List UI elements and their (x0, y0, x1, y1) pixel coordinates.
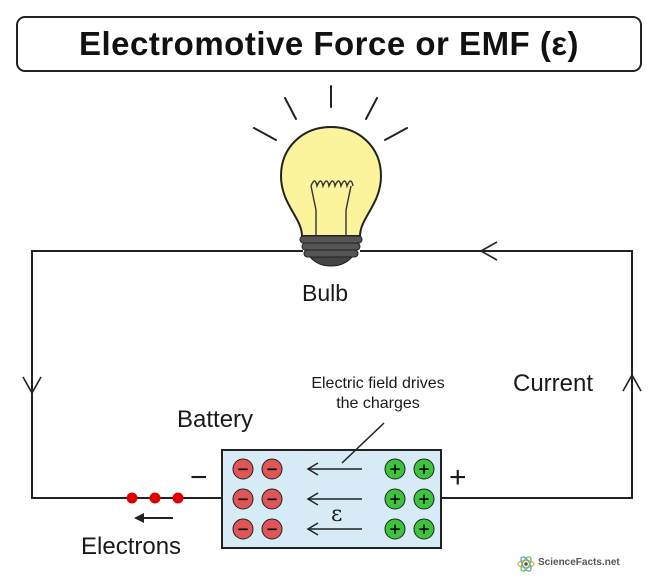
electrons-label: Electrons (81, 533, 182, 560)
logo-text: ScienceFacts.net (538, 557, 620, 568)
positive-charge: + (384, 458, 406, 480)
electron-flow-arrow (134, 513, 173, 523)
negative-charge: − (232, 458, 254, 480)
field-arrow-head (306, 522, 319, 536)
svg-text:−: − (266, 490, 279, 508)
svg-text:−: − (266, 520, 279, 538)
electron (149, 492, 161, 504)
svg-text:+: + (389, 520, 402, 538)
current-arrow-left (22, 376, 42, 395)
field-pointer-line (341, 422, 385, 464)
bulb-base-tip (308, 256, 354, 267)
light-ray (365, 97, 378, 120)
positive-charge: + (413, 518, 435, 540)
electron (172, 492, 184, 504)
electric-field-label: Electric field drives the charges (262, 374, 494, 414)
positive-charge: + (384, 518, 406, 540)
negative-charge: − (261, 458, 283, 480)
negative-charge: − (261, 488, 283, 510)
diagram-title: Electromotive Force or EMF (ε) (78, 25, 580, 62)
negative-charge: − (232, 488, 254, 510)
positive-charge: + (384, 488, 406, 510)
electric-field-label-line1: Electric field drives (311, 375, 445, 392)
electric-field-label-line2: the charges (336, 395, 420, 412)
atom-icon (517, 556, 535, 572)
electrons-layer (126, 492, 184, 504)
negative-charge: − (232, 518, 254, 540)
bulb-base-ring (301, 242, 361, 251)
svg-text:+: + (418, 490, 431, 508)
light-rays (253, 85, 408, 141)
field-arrow-head (306, 462, 319, 476)
svg-text:+: + (418, 460, 431, 478)
light-ray (253, 127, 277, 141)
svg-text:+: + (418, 520, 431, 538)
negative-charge: − (261, 518, 283, 540)
svg-text:−: − (237, 520, 250, 538)
bulb-label: Bulb (302, 280, 349, 306)
bulb-base-ring (299, 235, 363, 244)
emf-symbol: ε (331, 502, 343, 527)
positive-charge: + (413, 458, 435, 480)
light-ray (284, 97, 297, 120)
svg-text:+: + (389, 460, 402, 478)
title-box: Electromotive Force or EMF (ε) (16, 16, 642, 72)
current-arrow-right (622, 373, 642, 392)
bulb-filament-wire (310, 185, 352, 236)
positive-charge: + (413, 488, 435, 510)
positive-terminal-sign: + (449, 461, 467, 494)
svg-text:+: + (389, 490, 402, 508)
field-arrows (306, 462, 362, 536)
bulb (279, 125, 383, 267)
current-label: Current (513, 370, 594, 397)
negative-terminal-sign: − (190, 461, 208, 494)
electron (126, 492, 138, 504)
current-arrow-top (479, 241, 498, 261)
battery-label: Battery (177, 406, 254, 433)
light-ray (384, 127, 408, 141)
sciencefacts-logo: ScienceFacts.net (516, 554, 628, 574)
svg-text:−: − (266, 460, 279, 478)
charges-layer: −−−−−−++++++ (232, 458, 435, 540)
bulb-filament-coil (310, 180, 354, 189)
svg-text:−: − (237, 490, 250, 508)
svg-text:−: − (237, 460, 250, 478)
bulb-base (299, 235, 363, 267)
field-arrow-head (306, 492, 319, 506)
bulb-base-ring (303, 249, 359, 258)
